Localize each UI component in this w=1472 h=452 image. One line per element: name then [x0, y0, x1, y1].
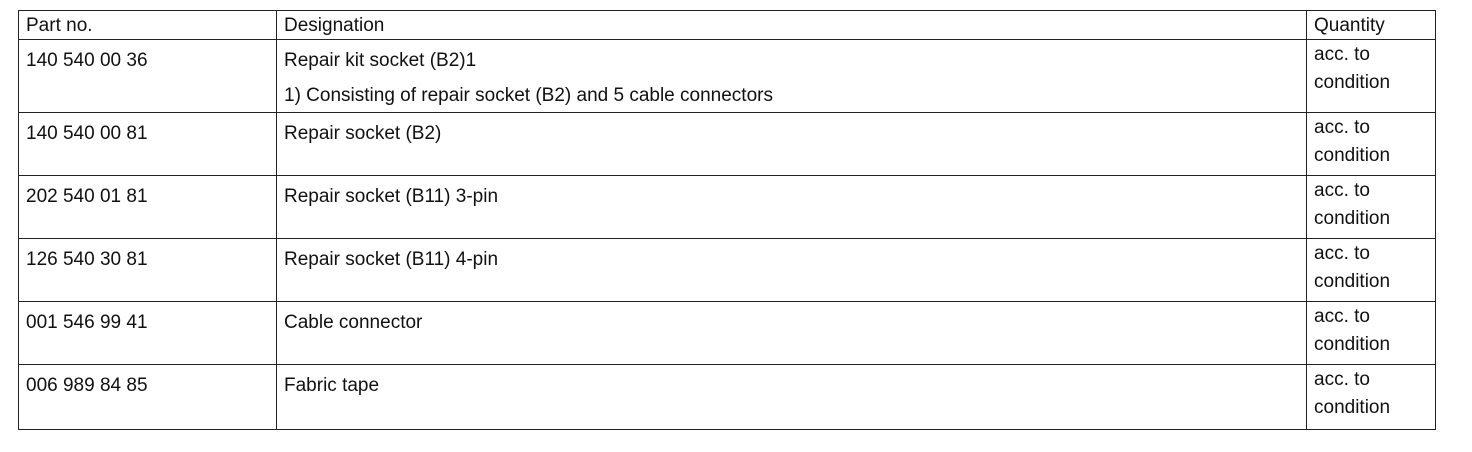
designation-cell: Fabric tape: [276, 364, 1307, 430]
designation-cell: Repair kit socket (B2)1 1) Consisting of…: [276, 39, 1307, 113]
quantity-cell: acc. to condition: [1306, 364, 1436, 430]
table-row: 126 540 30 81 Repair socket (B11) 4-pin …: [18, 238, 1436, 302]
designation-cell: Repair socket (B11) 4-pin: [276, 238, 1307, 302]
quantity-cell: acc. to condition: [1306, 39, 1436, 113]
header-quantity: Quantity: [1306, 10, 1436, 40]
part-no-cell: 001 546 99 41: [18, 301, 277, 365]
part-no-cell: 126 540 30 81: [18, 238, 277, 302]
quantity-line1: acc. to: [1314, 117, 1370, 138]
part-no-cell: 202 540 01 81: [18, 175, 277, 239]
quantity-line1: acc. to: [1314, 306, 1370, 327]
table-row: 140 540 00 36 Repair kit socket (B2)1 1)…: [18, 39, 1436, 113]
designation-cell: Cable connector: [276, 301, 1307, 365]
part-no-cell: 006 989 84 85: [18, 364, 277, 430]
table-row: 202 540 01 81 Repair socket (B11) 3-pin …: [18, 175, 1436, 239]
part-no-cell: 140 540 00 81: [18, 112, 277, 176]
quantity-line2: condition: [1314, 271, 1391, 292]
table-row: 006 989 84 85 Fabric tape acc. to condit…: [18, 364, 1436, 430]
header-designation: Designation: [276, 10, 1307, 40]
designation-cell: Repair socket (B11) 3-pin: [276, 175, 1307, 239]
designation-text: Repair kit socket (B2)1: [284, 50, 477, 71]
quantity-line1: acc. to: [1314, 243, 1370, 264]
footnote-text: 1) Consisting of repair socket (B2) and …: [284, 85, 773, 106]
table-row: 001 546 99 41 Cable connector acc. to co…: [18, 301, 1436, 365]
quantity-line1: acc. to: [1314, 369, 1370, 390]
quantity-line1: acc. to: [1314, 44, 1370, 65]
quantity-line2: condition: [1314, 334, 1391, 355]
header-row: Part no. Designation Quantity: [18, 10, 1436, 40]
quantity-line2: condition: [1314, 397, 1391, 418]
quantity-line1: acc. to: [1314, 180, 1370, 201]
header-part-no: Part no.: [18, 10, 277, 40]
part-no-cell: 140 540 00 36: [18, 39, 277, 113]
quantity-cell: acc. to condition: [1306, 112, 1436, 176]
table-row: 140 540 00 81 Repair socket (B2) acc. to…: [18, 112, 1436, 176]
quantity-line2: condition: [1314, 145, 1391, 166]
quantity-cell: acc. to condition: [1306, 238, 1436, 302]
quantity-cell: acc. to condition: [1306, 175, 1436, 239]
parts-table: Part no. Designation Quantity 140 540 00…: [18, 10, 1436, 430]
designation-cell: Repair socket (B2): [276, 112, 1307, 176]
quantity-cell: acc. to condition: [1306, 301, 1436, 365]
quantity-line2: condition: [1314, 72, 1391, 93]
quantity-line2: condition: [1314, 208, 1391, 229]
